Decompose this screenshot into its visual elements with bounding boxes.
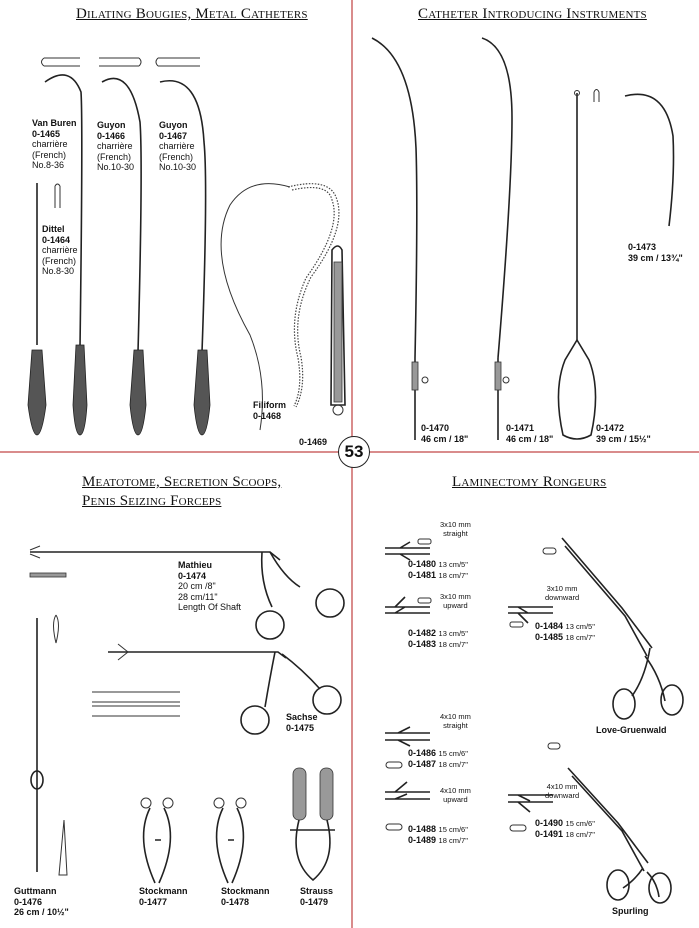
rongeur-upward-3x10 — [385, 596, 432, 614]
spec-g4: 4x10 mm straight — [440, 712, 471, 730]
guyon-1467-bougie — [159, 80, 211, 436]
row-1480: 0-1480 13 cm/5" — [408, 559, 468, 569]
catheter-introducer-1473 — [624, 93, 675, 227]
label-1471: 0-1471 46 cm / 18" — [506, 423, 554, 444]
label-1473: 0-1473 39 cm / 13¾" — [628, 242, 683, 263]
rongeur-downward-4x10 — [508, 794, 553, 832]
rongeur-straight-4x10 — [385, 726, 430, 769]
spurling-rongeur — [547, 742, 672, 904]
label-stockmann-1478: Stockmann 0-1478 — [221, 886, 270, 907]
row-1490: 0-1490 15 cm/6" — [535, 818, 595, 828]
van-buren-bougie — [44, 74, 88, 436]
row-1484: 0-1484 13 cm/5" — [535, 621, 595, 631]
row-1487: 0-1487 18 cm/7" — [408, 758, 468, 769]
spec-g5: 4x10 mm upward — [440, 786, 471, 804]
section-title-catheter: Catheter Introducing Instruments — [418, 6, 647, 22]
codes-g6: 0-1490 15 cm/6" 0-1491 18 cm/7" — [535, 818, 595, 839]
guyon-1466-bougie — [101, 77, 147, 436]
label-strauss: Strauss 0-1479 — [300, 886, 334, 907]
catheter-introducer-1472 — [557, 89, 600, 440]
section-title-meatotome-line2: Penis Seizing Forceps — [82, 493, 222, 509]
spec-g1: 3x10 mm straight — [440, 520, 471, 538]
label-1470: 0-1470 46 cm / 18" — [421, 423, 469, 444]
row-1481: 0-1481 18 cm/7" — [408, 569, 468, 580]
row-1488: 0-1488 15 cm/6" — [408, 824, 468, 834]
label-1472: 0-1472 39 cm / 15½" — [596, 423, 651, 444]
love-gruenwald-rongeur — [542, 537, 684, 720]
catheter-introducer-1471 — [481, 37, 513, 440]
label-dittel: Dittel 0-1464 charrière (French) No.8-30 — [42, 224, 78, 276]
dittel-bougie — [27, 183, 61, 436]
spec-g6: 4x10 mm downward — [545, 782, 580, 800]
label-stockmann-1477: Stockmann 0-1477 — [139, 886, 188, 907]
row-1491: 0-1491 18 cm/7" — [535, 828, 595, 839]
filiform-bougie — [220, 183, 340, 431]
row-1489: 0-1489 18 cm/7" — [408, 834, 468, 845]
rongeur-straight-3x10 — [385, 538, 432, 561]
rongeur-downward-3x10 — [508, 606, 553, 628]
codes-g3: 0-1484 13 cm/5" 0-1485 18 cm/7" — [535, 621, 595, 642]
bougie-tip-icons — [41, 57, 200, 67]
rongeur-upward-4x10 — [385, 781, 430, 831]
codes-g1: 0-1480 13 cm/5" 0-1481 18 cm/7" — [408, 559, 468, 580]
codes-g5: 0-1488 15 cm/6" 0-1489 18 cm/7" — [408, 824, 468, 845]
row-1483: 0-1483 18 cm/7" — [408, 638, 468, 649]
label-guyon-1466: Guyon 0-1466 charrière (French) No.10-30 — [97, 120, 135, 172]
label-1469: 0-1469 — [299, 437, 328, 447]
label-filiform: Filiform 0-1468 — [253, 400, 286, 421]
spec-g2: 3x10 mm upward — [440, 592, 471, 610]
label-guttmann: Guttmann 0-1476 26 cm / 10½" — [14, 886, 69, 917]
strauss-forceps — [290, 767, 335, 882]
catheter-introducer-1470 — [371, 37, 429, 440]
label-love-gruenwald: Love-Gruenwald — [596, 725, 667, 735]
stockmann-1478 — [213, 797, 247, 884]
section-title-meatotome-line1: Meatotome, Secretion Scoops, — [82, 474, 282, 490]
codes-g2: 0-1482 13 cm/5" 0-1483 18 cm/7" — [408, 628, 468, 649]
label-sachse: Sachse 0-1475 — [286, 712, 318, 733]
page-number: 53 — [338, 436, 370, 468]
guttmann-scoop — [30, 614, 68, 876]
sachse-forceps — [92, 643, 342, 735]
spec-g3: 3x10 mm downward — [545, 584, 580, 602]
label-mathieu: Mathieu 0-1474 20 cm /8" 28 cm/11" Lengt… — [178, 560, 242, 612]
label-guyon-1467: Guyon 0-1467 charrière (French) No.10-30 — [159, 120, 197, 172]
section-title-dilating: Dilating Bougies, Metal Catheters — [76, 6, 308, 22]
codes-g4: 0-1486 15 cm/6" 0-1487 18 cm/7" — [408, 748, 468, 769]
row-1485: 0-1485 18 cm/7" — [535, 631, 595, 642]
row-1486: 0-1486 15 cm/6" — [408, 748, 468, 758]
row-1482: 0-1482 13 cm/5" — [408, 628, 468, 638]
item-1469 — [330, 245, 346, 416]
label-spurling: Spurling — [612, 906, 649, 916]
section-title-laminectomy: Laminectomy Rongeurs — [452, 474, 607, 490]
stockmann-1477 — [140, 797, 174, 884]
label-van-buren: Van Buren 0-1465 charrière (French) No.8… — [32, 118, 77, 170]
mathieu-meatotome — [29, 545, 345, 640]
